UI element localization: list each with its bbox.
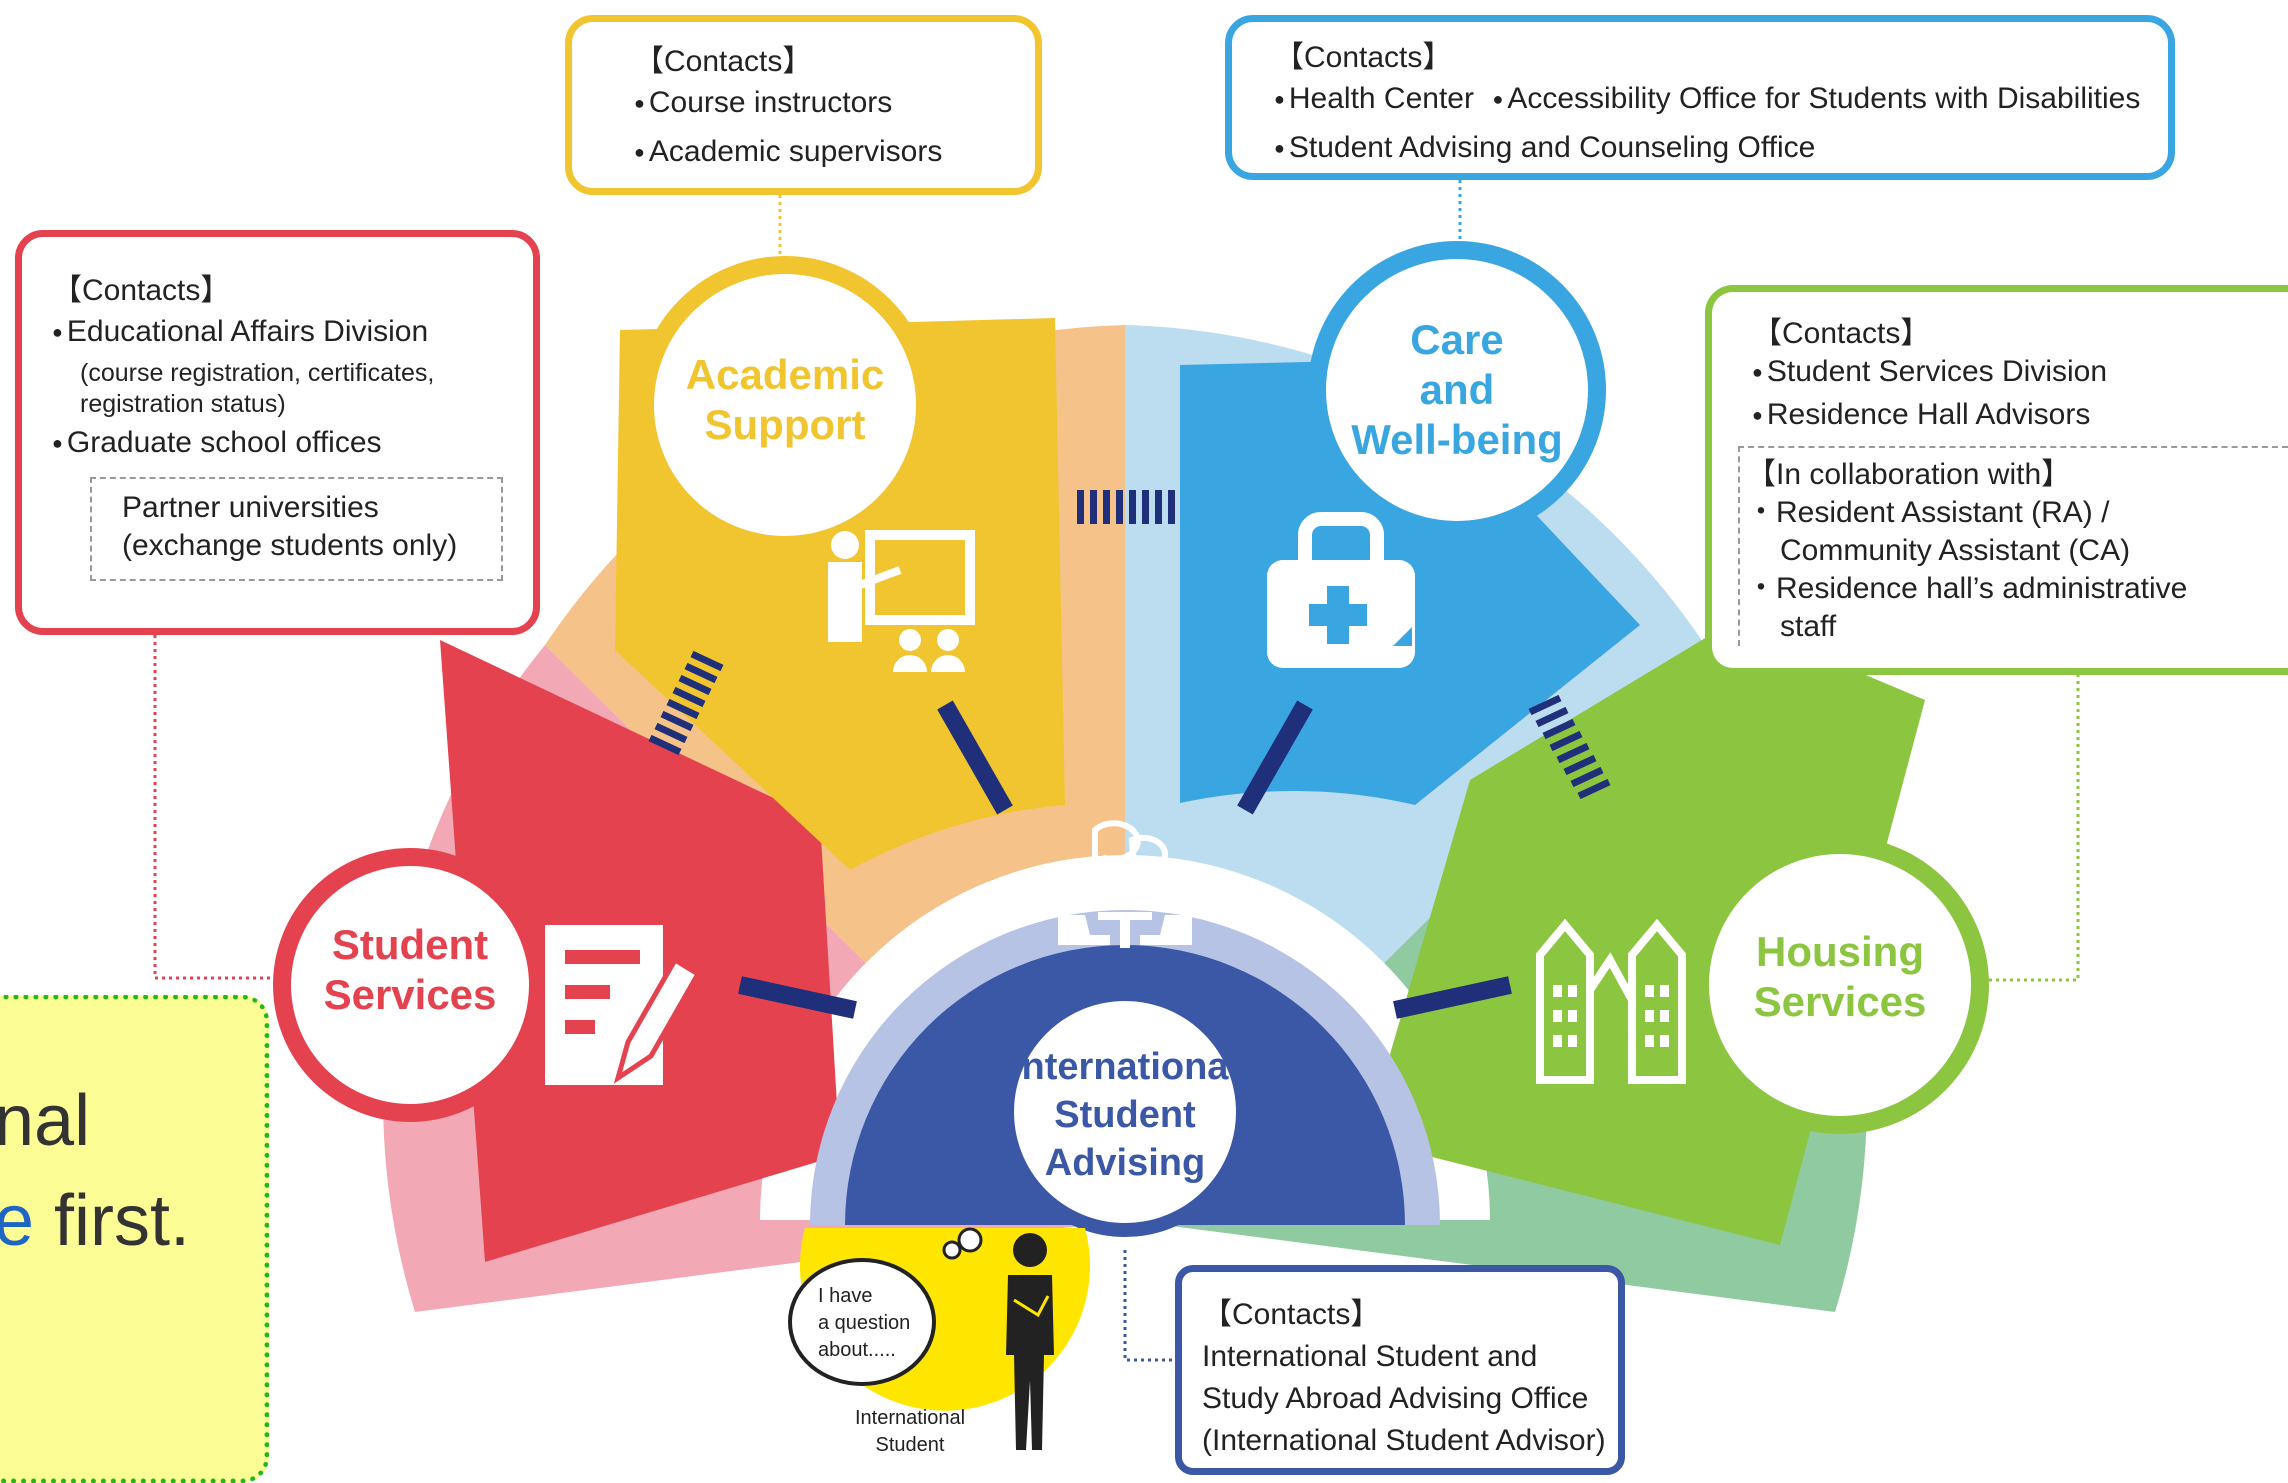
circle-care — [1308, 241, 1606, 539]
teacher-icon — [828, 530, 975, 672]
building-icon — [1536, 918, 1686, 1084]
list-item: Student Services Division — [1752, 352, 2288, 395]
circle-services — [273, 848, 547, 1122]
contacts-label: 【Contacts】 — [1274, 41, 1453, 74]
care-title: Care and Well-being — [1351, 316, 1563, 463]
advice-note-box: nal e first. — [0, 995, 269, 1483]
contacts-label: 【Contacts】 — [52, 274, 231, 307]
care-contacts-box: 【Contacts】 Health Center Accessibility O… — [1225, 15, 2175, 180]
question-bubble-text: I have a question about..... — [818, 1285, 911, 1361]
circle-housing — [1691, 836, 1989, 1134]
connector-services — [153, 635, 280, 980]
academic-contacts-box: 【Contacts】 Course instructors Academic s… — [565, 15, 1042, 195]
first-aid-kit-icon — [1267, 512, 1415, 668]
link-care-housing — [1528, 694, 1611, 800]
list-item: Academic supervisors — [634, 129, 1035, 178]
list-item: Student Advising and Counseling Office — [1274, 125, 2168, 174]
list-item-note: registration status) — [80, 390, 286, 418]
academic-support-title: Academic Support — [685, 351, 885, 448]
housing-services-title: Housing Services — [1753, 928, 1927, 1025]
list-item: Educational Affairs Division — [52, 309, 513, 358]
list-item: Health Center — [1274, 82, 1474, 115]
list-item: Course instructors — [634, 80, 1035, 129]
list-item: Accessibility Office for Students with D… — [1492, 82, 2140, 115]
center-spokes — [738, 700, 1512, 1019]
thinking-person-icon — [788, 1227, 1054, 1450]
list-item-note: (course registration, certificates, — [80, 359, 435, 387]
student-services-title: Student Services — [323, 921, 497, 1018]
international-student-label: International Student — [854, 1407, 966, 1456]
note-line-2: e first. — [0, 1181, 191, 1261]
contacts-label: 【Contacts】 — [1752, 317, 1931, 350]
link-services-academic — [648, 650, 724, 756]
student-services-contacts-box: 【Contacts】 Educational Affairs Division … — [15, 230, 540, 635]
form-pen-icon — [545, 925, 702, 1085]
link-academic-care — [1077, 490, 1175, 524]
collaboration-box: 【In collaboration with】 ・Resident Assist… — [1738, 446, 2288, 646]
partner-universities-box: Partner universities (exchange students … — [90, 477, 503, 581]
list-item: Graduate school offices — [52, 420, 513, 469]
isa-title: International Student Advising — [1010, 1046, 1240, 1184]
contacts-label: 【Contacts】 — [634, 45, 813, 78]
connector-isa — [1123, 1250, 1180, 1362]
list-item: Residence Hall Advisors — [1752, 395, 2288, 438]
circle-academic — [636, 256, 934, 554]
contacts-label: 【Contacts】 — [1202, 1298, 1381, 1331]
housing-contacts-box: 【Contacts】 Student Services Division Res… — [1705, 285, 2288, 675]
circle-isa — [1000, 987, 1250, 1237]
note-line-1: nal — [0, 1081, 91, 1161]
meeting-icon — [1058, 820, 1192, 948]
isa-contacts-box: 【Contacts】 International Student and Stu… — [1175, 1265, 1625, 1475]
